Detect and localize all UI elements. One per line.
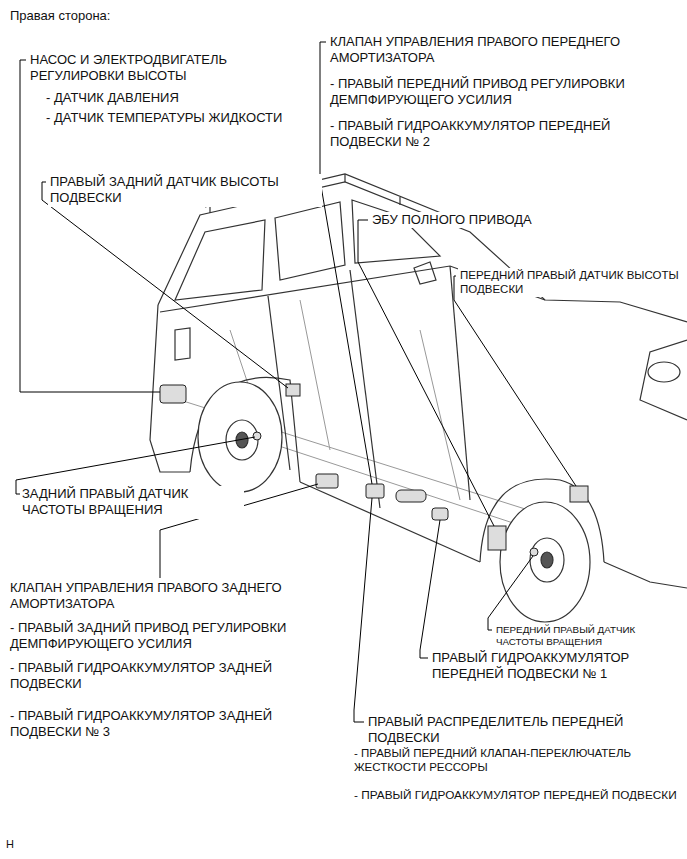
part-label: ПРАВЫЙ РАСПРЕДЕЛИТЕЛЬ ПЕРЕДНЕЙ ПОДВЕСКИ xyxy=(366,714,660,747)
part-label: ПРАВЫЙ ГИДРОАККУМУЛЯТОР ПЕРЕДНЕЙ ПОДВЕСК… xyxy=(430,650,679,683)
part-label: ЗАДНИЙ ПРАВЫЙ ДАТЧИК ЧАСТОТЫ ВРАЩЕНИЯ xyxy=(20,486,244,519)
part-label: - ПРАВЫЙ ГИДРОАККУМУЛЯТОР ЗАДНЕЙ ПОДВЕСК… xyxy=(8,708,337,741)
vehicle-body xyxy=(150,174,687,588)
figure-code: H xyxy=(4,838,16,852)
part-label: - ПРАВЫЙ ГИДРОАККУМУЛЯТОР ЗАДНЕЙ ПОДВЕСК… xyxy=(8,660,337,693)
part-label: - ПРАВЫЙ ЗАДНИЙ ПРИВОД РЕГУЛИРОВКИ ДЕМПФ… xyxy=(8,620,337,653)
page-title: Правая сторона: xyxy=(8,8,112,24)
part-label: - ПРАВЫЙ ГИДРОАККУМУЛЯТОР ПЕРЕДНЕЙ ПОДВЕ… xyxy=(352,788,679,803)
part-label: - ПРАВЫЙ ГИДРОАККУМУЛЯТОР ПЕРЕДНЕЙ ПОДВЕ… xyxy=(328,118,682,151)
part-label: КЛАПАН УПРАВЛЕНИЯ ПРАВОГО ПЕРЕДНЕГО АМОР… xyxy=(328,34,682,67)
part-label: ЭБУ ПОЛНОГО ПРИВОДА xyxy=(370,212,534,228)
part-label: ПРАВЫЙ ЗАДНИЙ ДАТЧИК ВЫСОТЫ ПОДВЕСКИ xyxy=(48,174,322,207)
components xyxy=(160,384,588,556)
part-label: ПЕРЕДНИЙ ПРАВЫЙ ДАТЧИК ЧАСТОТЫ ВРАЩЕНИЯ xyxy=(494,624,684,648)
part-label: - ПРАВЫЙ ПЕРЕДНИЙ ПРИВОД РЕГУЛИРОВКИ ДЕМ… xyxy=(328,76,682,109)
part-label: НАСОС И ЭЛЕКТРОДВИГАТЕЛЬ РЕГУЛИРОВКИ ВЫС… xyxy=(28,52,282,85)
part-label: - ДАТЧИК ТЕМПЕРАТУРЫ ЖИДКОСТИ xyxy=(44,110,284,126)
part-label: - ДАТЧИК ДАВЛЕНИЯ xyxy=(44,90,181,106)
part-label: - ПРАВЫЙ ПЕРЕДНИЙ КЛАПАН-ПЕРЕКЛЮЧАТЕЛЬ Ж… xyxy=(352,746,684,775)
part-label: ПЕРЕДНИЙ ПРАВЫЙ ДАТЧИК ВЫСОТЫ ПОДВЕСКИ xyxy=(458,268,684,297)
part-label: КЛАПАН УПРАВЛЕНИЯ ПРАВОГО ЗАДНЕГО АМОРТИ… xyxy=(8,580,337,613)
